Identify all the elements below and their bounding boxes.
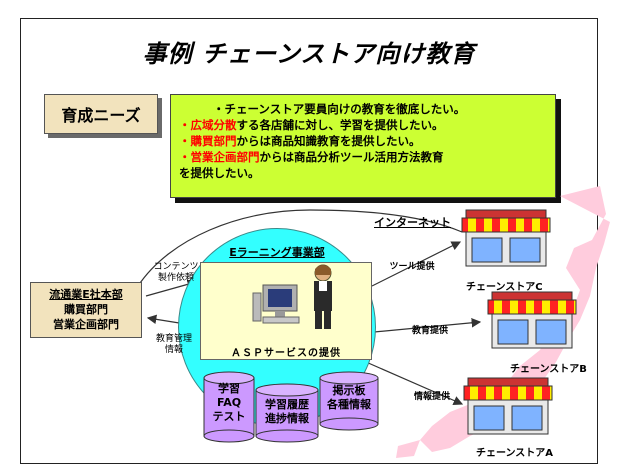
needs-line: を提供したい。 xyxy=(179,165,547,181)
needs-text: ・チェーンストア要員向けの教育を徹底したい。 xyxy=(213,102,466,116)
needs-text: からは商品知識教育を提供したい。 xyxy=(236,134,421,148)
e-learning-dept-label: Eラーニング事業部 xyxy=(229,246,325,259)
asp-service-label: ＡＳＰサービスの提供 xyxy=(231,348,341,359)
asp-service-box xyxy=(200,262,372,360)
info-arrow xyxy=(365,361,464,406)
needs-label: 育成ニーズ xyxy=(44,94,158,134)
hq-box: 流通業E社本部 購買部門 営業企画部門 xyxy=(30,282,142,338)
internet-link xyxy=(137,209,463,287)
db-board-label: 掲示板 各種情報 xyxy=(327,384,371,411)
needs-highlight: ・営業企画部門 xyxy=(179,150,260,164)
store-c-label: チェーンストアC xyxy=(466,282,543,293)
needs-line: ・営業企画部門からは商品分析ツール活用方法教育 xyxy=(179,149,547,165)
edu-mgmt-label: 教育管理 情報 xyxy=(155,334,192,355)
computer-icon xyxy=(252,284,300,324)
content-request-label: コンテンツ 製作依頼 xyxy=(153,262,199,283)
store-b-label: チェーンストアB xyxy=(510,364,587,375)
needs-line: ・広域分散する各店舗に対し、学習を提供したい。 xyxy=(179,117,547,133)
hq-purchasing: 購買部門 xyxy=(64,303,108,316)
needs-text: する各店舗に対し、学習を提供したい。 xyxy=(236,118,444,132)
slide-title: 事例 チェーンストア向け教育 xyxy=(142,40,476,68)
needs-list: ・チェーンストア要員向けの教育を徹底したい。・広域分散する各店舗に対し、学習を提… xyxy=(170,94,556,198)
hq-name: 流通業E社本部 xyxy=(49,288,123,301)
instructor-icon xyxy=(314,264,332,329)
needs-text: からは商品分析ツール活用方法教育 xyxy=(259,150,444,164)
needs-line: ・チェーンストア要員向けの教育を徹底したい。 xyxy=(179,101,547,117)
needs-text: を提供したい。 xyxy=(179,166,260,180)
db-history-label: 学習履歴 進捗情報 xyxy=(265,398,309,425)
needs-highlight: ・購買部門 xyxy=(179,134,237,148)
store-a-label: チェーンストアA xyxy=(476,448,554,459)
db-learning-label: 学習 FAQ テスト xyxy=(212,382,246,423)
hq-sales-planning: 営業企画部門 xyxy=(53,318,119,331)
needs-line: ・購買部門からは商品知識教育を提供したい。 xyxy=(179,133,547,149)
needs-highlight: ・広域分散 xyxy=(179,118,237,132)
info-label: 情報提供 xyxy=(413,392,450,402)
tool-label: ツール提供 xyxy=(389,262,435,272)
japan-map-island xyxy=(396,440,420,458)
internet-label: インターネット xyxy=(374,216,451,229)
education-arrow xyxy=(373,318,482,333)
education-label: 教育提供 xyxy=(411,326,448,336)
tool-arrow xyxy=(371,241,462,287)
